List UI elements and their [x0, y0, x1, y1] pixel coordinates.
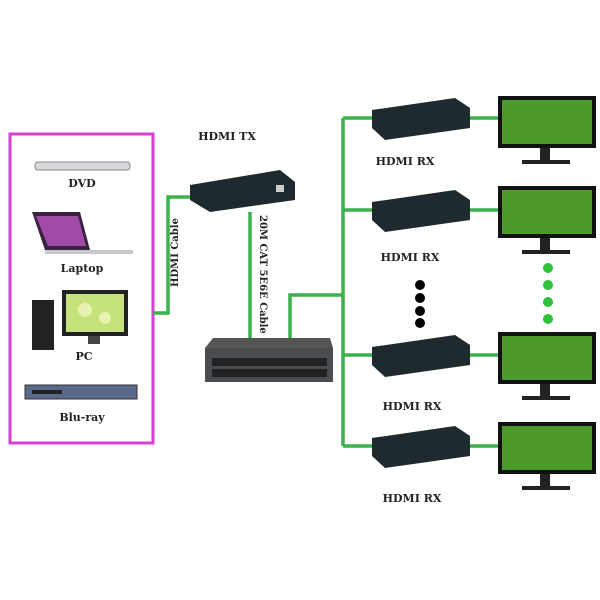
hdmi-rx-devices	[372, 98, 470, 468]
hdmi-cable-label: HDMI Cable	[170, 218, 181, 287]
hdmi-tx-label: HDMI TX	[198, 130, 256, 143]
pc-icon	[32, 290, 128, 350]
dvd-player-icon	[34, 161, 131, 171]
bluray-player-icon	[24, 384, 138, 400]
rx-label-4: HDMI RX	[382, 492, 442, 505]
source-label-pc: PC	[75, 350, 93, 363]
network-switch-icon	[205, 338, 333, 382]
cat-cable-label: 20M CAT 5E6E Cable	[257, 215, 268, 334]
source-label-dvd: DVD	[68, 177, 96, 190]
laptop-icon	[32, 212, 133, 254]
source-devices-box	[8, 132, 155, 445]
rx-label-1: HDMI RX	[375, 155, 435, 168]
rx-label-3: HDMI RX	[382, 400, 442, 413]
cable-lines	[153, 116, 500, 448]
hdmi-tx-device-icon	[190, 170, 295, 212]
monitor-icons	[498, 96, 596, 490]
source-label-bluray: Blu-ray	[59, 411, 105, 424]
ellipsis-dots-black	[415, 280, 425, 328]
source-label-laptop: Laptop	[60, 262, 104, 275]
rx-label-2: HDMI RX	[380, 251, 440, 264]
ellipsis-dots-green	[543, 263, 553, 324]
